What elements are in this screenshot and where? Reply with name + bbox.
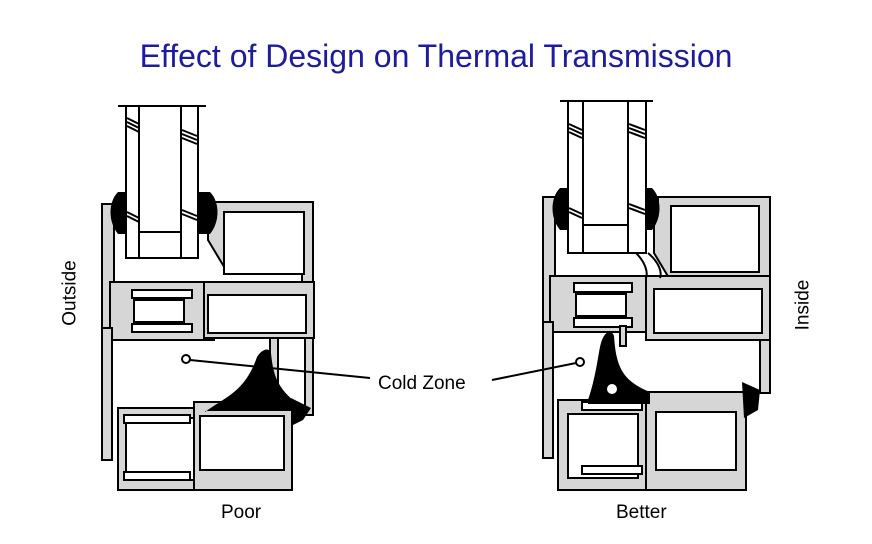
- poor-label: Poor: [221, 502, 262, 523]
- black-gasket: [588, 331, 650, 404]
- better-section: [491, 100, 771, 491]
- poor-section: [101, 105, 371, 491]
- diagram-title: Effect of Design on Thermal Transmission: [139, 38, 733, 74]
- cold-zone-marker-right: [575, 357, 585, 367]
- cold-zone-marker-left: [181, 354, 191, 364]
- cold-zone-label: Cold Zone: [378, 373, 466, 394]
- black-gasket: [205, 349, 299, 412]
- better-label: Better: [616, 502, 667, 523]
